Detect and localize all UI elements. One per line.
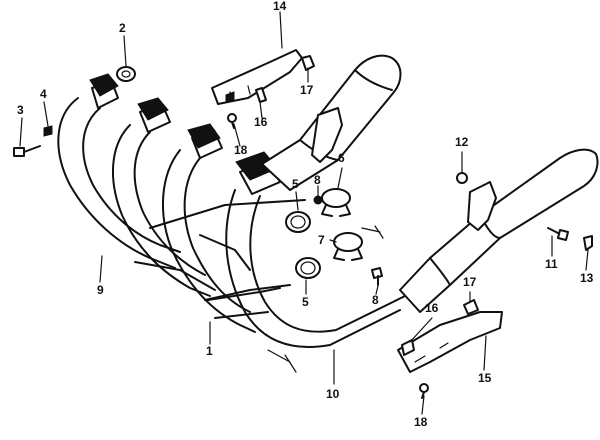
callout-14: 14 xyxy=(273,0,287,13)
clamp-7 xyxy=(333,232,363,261)
screw-18-lower xyxy=(419,383,429,399)
gasket-5-upper xyxy=(285,211,311,233)
nut-12 xyxy=(456,172,468,184)
frame-outline xyxy=(134,199,306,301)
sparkle-mark xyxy=(267,349,297,373)
callout-8-lower: 8 xyxy=(372,293,379,307)
muffler-bracket xyxy=(311,107,343,163)
callout-2: 2 xyxy=(119,21,126,35)
clamp-6 xyxy=(321,188,351,217)
callout-11: 11 xyxy=(545,257,558,271)
callout-4: 4 xyxy=(40,87,47,101)
callout-18-upper: 18 xyxy=(234,143,248,157)
exhaust-pipe-header-3 xyxy=(162,123,256,333)
gasket-5-lower xyxy=(295,257,321,279)
exhaust-pipe-1 xyxy=(207,287,281,319)
callout-16-upper: 16 xyxy=(254,115,268,129)
exhaust-pipe-header-2 xyxy=(112,97,211,297)
muffler-lower xyxy=(399,148,599,313)
callout-17-upper: 17 xyxy=(300,83,314,97)
callout-5-upper: 5 xyxy=(292,177,299,191)
callout-16-lower: 16 xyxy=(425,301,439,315)
screw-18-upper xyxy=(227,113,237,129)
callout-18-lower: 18 xyxy=(414,415,428,429)
heat-shield-14 xyxy=(211,49,303,105)
bolt-8-lower xyxy=(371,267,383,286)
clip-17-lower xyxy=(463,299,479,315)
callout-9: 9 xyxy=(97,283,104,297)
heat-shield-15 xyxy=(397,311,503,373)
muffler-bracket-lower xyxy=(467,181,497,231)
bolt-8-upper xyxy=(313,195,323,205)
gasket-2 xyxy=(116,66,136,82)
callout-12: 12 xyxy=(455,135,469,149)
clip-13 xyxy=(583,235,593,251)
callout-7: 7 xyxy=(318,233,325,247)
callout-17-lower: 17 xyxy=(463,275,477,289)
callout-10: 10 xyxy=(326,387,340,401)
callout-6: 6 xyxy=(338,151,345,165)
clamp-16-lower xyxy=(401,339,415,356)
bolt-11 xyxy=(547,227,569,241)
bolt-3 xyxy=(13,145,41,157)
callout-13: 13 xyxy=(580,271,594,285)
clip-17-upper xyxy=(301,55,315,71)
callout-3: 3 xyxy=(17,103,24,117)
sparkle-mark xyxy=(361,225,384,239)
clamp-16-upper xyxy=(255,87,267,103)
leader-lines xyxy=(19,11,589,415)
exhaust-pipe-9 xyxy=(57,73,181,269)
callout-1: 1 xyxy=(206,344,213,358)
callout-15: 15 xyxy=(478,371,492,385)
washer-4 xyxy=(43,125,53,137)
callout-5-lower: 5 xyxy=(302,295,309,309)
callout-8-upper: 8 xyxy=(314,173,321,187)
